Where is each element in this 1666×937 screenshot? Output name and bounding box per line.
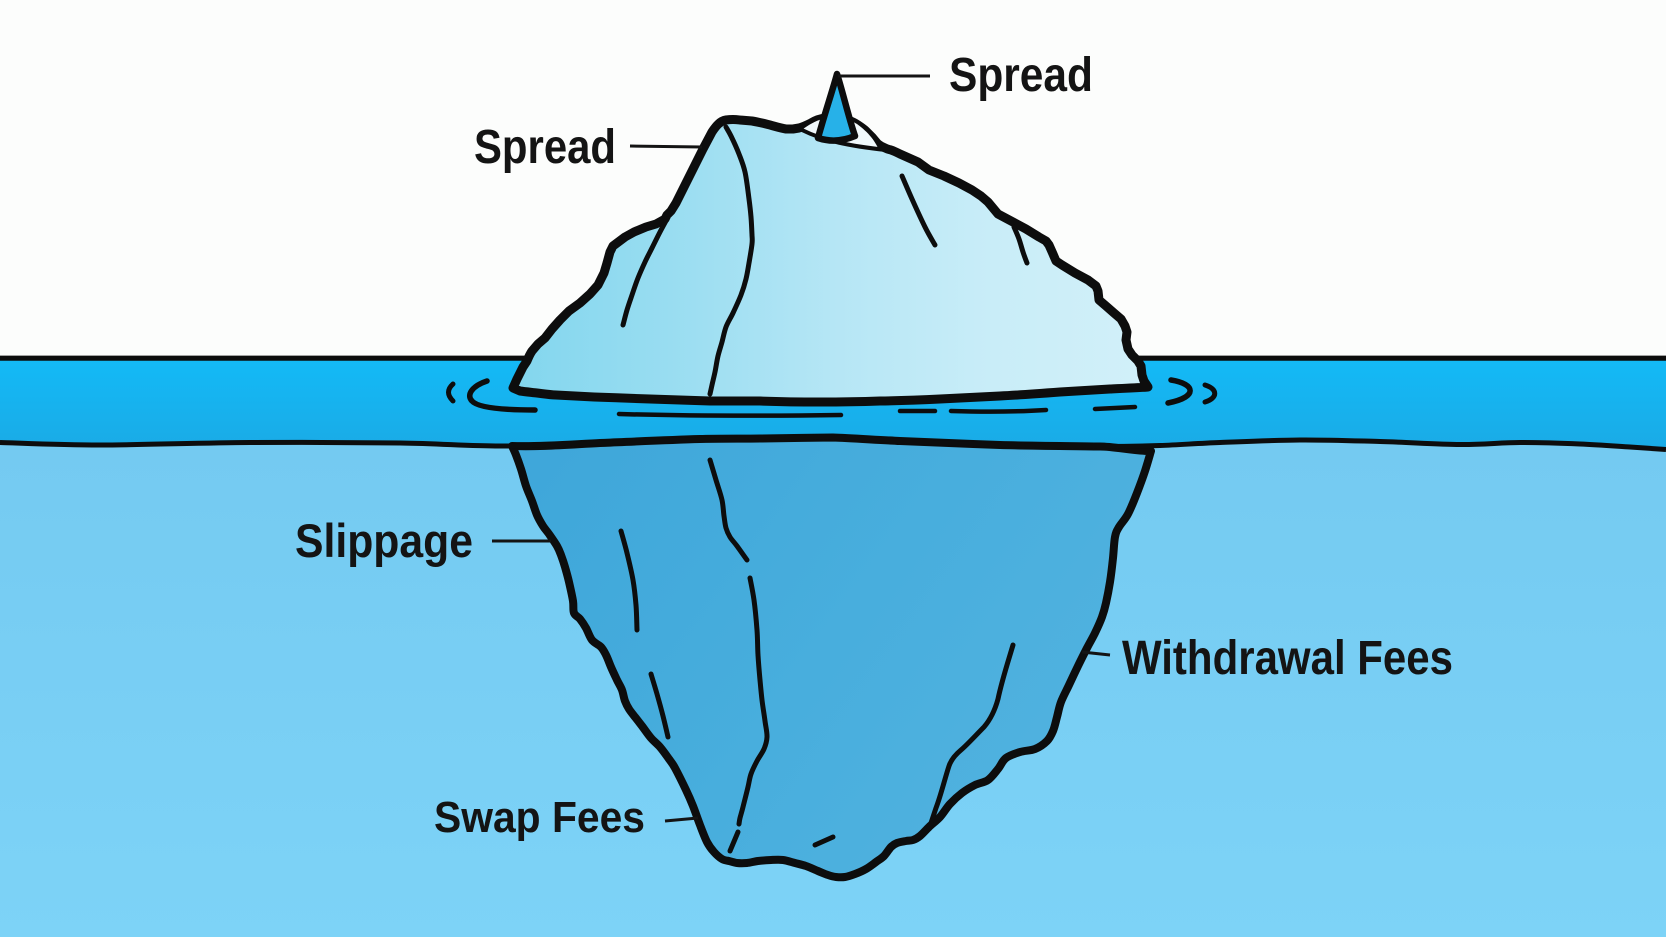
svg-text:Slippage: Slippage (295, 514, 473, 567)
svg-text:Spread: Spread (474, 121, 616, 174)
svg-text:Spread: Spread (949, 49, 1093, 102)
svg-text:Swap Fees: Swap Fees (434, 793, 645, 842)
svg-text:Withdrawal Fees: Withdrawal Fees (1122, 632, 1453, 685)
